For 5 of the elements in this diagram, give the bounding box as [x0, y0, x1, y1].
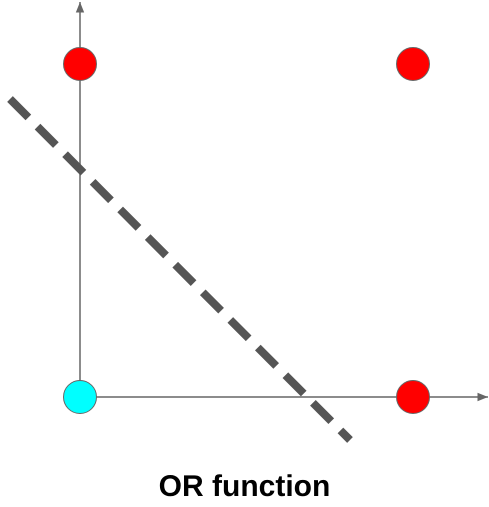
data-point — [63, 380, 97, 414]
data-point — [396, 47, 430, 81]
data-point — [396, 380, 430, 414]
data-point — [63, 47, 97, 81]
chart-title: OR function — [158, 470, 332, 504]
